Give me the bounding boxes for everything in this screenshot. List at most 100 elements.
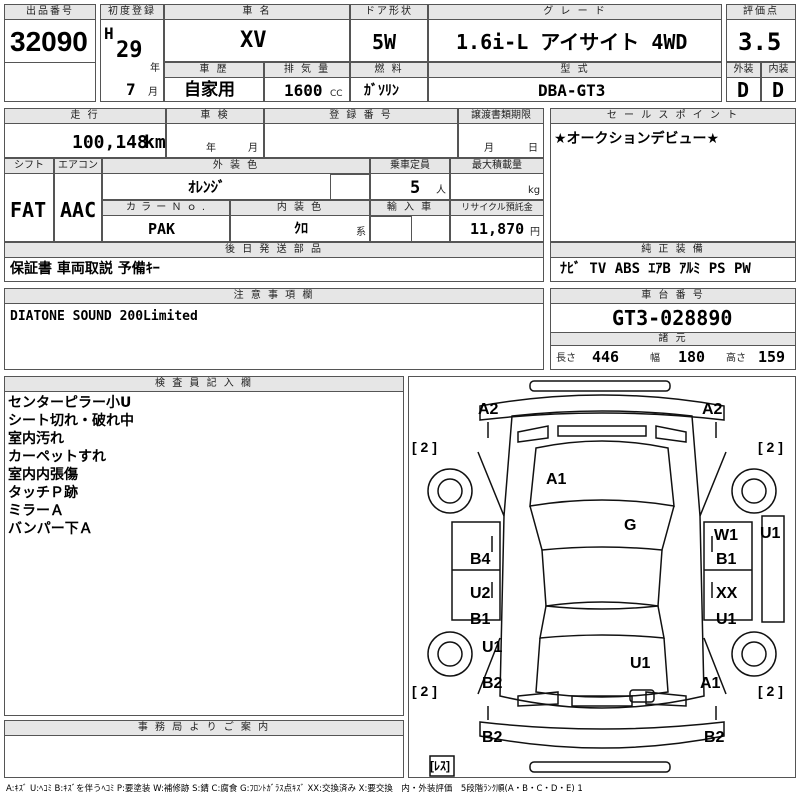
label-b4: B4 [470,551,491,568]
chassis-header: 車 台 番 号 [550,288,796,304]
door-type: 5W [372,30,397,54]
mileage-header: 走 行 [4,108,166,124]
label-u1c: U1 [630,655,651,672]
displacement-header: 排 気 量 [264,62,350,78]
label-tl: A2 [478,401,499,418]
model-name: XV [240,28,267,53]
recycle: 11,870 [470,220,525,238]
label-xx: XX [716,585,738,602]
tire-label-tl: [ 2 ] [412,439,437,455]
tire-label-bl: [ 2 ] [412,683,437,699]
recycle-unit: 円 [530,227,540,238]
ext-color-divider [330,174,370,200]
label-u1l: U1 [482,639,503,656]
height: 159 [758,348,786,366]
era: H [104,24,114,43]
recycle-header: リサイクル預託金 [450,200,544,216]
aircon-header: エアコン [54,158,102,174]
year-unit: 年 [150,63,160,74]
max-load-header: 最大積載量 [450,158,544,174]
capacity-unit: 人 [436,185,446,196]
insp-year-unit: 年 [206,143,216,154]
int-color: ｸﾛ [294,221,308,237]
ext-color-header: 外 装 色 [102,158,370,174]
lot-header: 出品番号 [4,4,96,20]
label-b2bl: B2 [482,729,503,746]
model-code: DBA-GT3 [538,81,606,100]
spare-label: [ﾚｽ] [430,759,450,773]
caution: DIATONE SOUND 200Limited [10,309,198,324]
legend: A:ｷｽﾞ U:ﾍｺﾐ B:ｷｽﾞを伴うﾍｺﾐ P:要塗装 W:補修跡 S:錆 … [6,784,583,794]
inspector-header: 検 査 員 記 入 欄 [4,376,404,392]
label-b2l: B2 [482,675,503,692]
fuel-header: 燃 料 [350,62,428,78]
int-color-header: 内 装 色 [230,200,370,216]
label-b1l: B1 [470,611,491,628]
lot-number: 32090 [10,26,88,57]
chassis-no: GT3-028890 [612,306,733,330]
interior-header: 内装 [761,62,796,78]
width: 180 [678,348,706,366]
label-u2: U2 [470,585,491,602]
capacity: 5 [410,178,421,198]
import-divider [370,216,412,242]
label-a1r: A1 [700,675,721,692]
color-no: PAK [148,220,176,238]
capacity-header: 乗車定員 [370,158,450,174]
grade: 1.6i-L アイサイト 4WD [456,30,688,54]
label-tr: A2 [702,401,723,418]
shift: FAT [10,198,47,222]
color-no-header: カ ラ ー Ｎ ｏ . [102,200,230,216]
score: 3.5 [738,28,782,56]
label-roof: G [624,517,637,534]
exterior-grade: D [737,78,750,102]
length-label: 長さ [556,353,576,364]
model-code-header: 型 式 [428,62,722,78]
tire-label-br: [ 2 ] [758,683,783,699]
height-label: 高さ [726,353,746,364]
car-diagram [427,380,785,777]
inspector-notes: センターピラー小U シート切れ・破れ中 室内汚れ カーペットすれ 室内内張傷 タ… [8,395,134,537]
post-items: 保証書 車両取説 予備ｷｰ [10,261,160,277]
door-header: ドア形状 [350,4,428,20]
mileage: 100,148 [72,132,148,153]
shift-header: シフト [4,158,54,174]
wheel-fl [427,468,473,514]
transfer-header: 譲渡書類期限 [458,108,544,124]
reg-no-header: 登 録 番 号 [264,108,458,124]
wheel-rr [731,631,777,677]
label-b2br: B2 [704,729,725,746]
fuel: ｶﾞｿﾘﾝ [364,83,399,99]
office-header: 事 務 局 よ り ご 案 内 [4,720,404,736]
inspector-box [4,376,404,716]
wheel-rl [427,631,473,677]
label-w1: W1 [714,527,738,544]
month-unit: 月 [148,87,158,98]
sales-point-header: セ ー ル ス ポ イ ン ト [550,108,796,124]
displacement: 1600 [284,81,323,100]
insp-month-unit: 月 [248,143,258,154]
sales-point: ★オークションデビュー★ [554,131,720,147]
history-header: 車 歴 [164,62,264,78]
exterior-header: 外装 [726,62,761,78]
length: 446 [592,348,620,366]
dims-header: 諸 元 [550,332,796,346]
sales-point-box [550,108,796,242]
width-label: 幅 [650,353,660,364]
post-items-header: 後 日 発 送 部 品 [4,242,544,258]
interior-grade: D [772,78,785,102]
int-color-unit: 系 [356,227,366,238]
model-header: 車 名 [164,4,350,20]
max-load-unit: kg [528,185,541,196]
reg-month: 7 [126,80,136,99]
aircon: AAC [60,198,97,222]
wheel-fr [731,468,777,514]
transfer-month-unit: 月 [484,143,494,154]
label-b1r: B1 [716,551,737,568]
reg-year: 29 [116,38,143,63]
import-header: 輸 入 車 [370,200,450,216]
first-reg-box [100,4,164,102]
first-reg-header: 初度登録 [100,4,164,20]
equipment-header: 純 正 装 備 [550,242,796,258]
grade-header: グ レ ー ド [428,4,722,20]
